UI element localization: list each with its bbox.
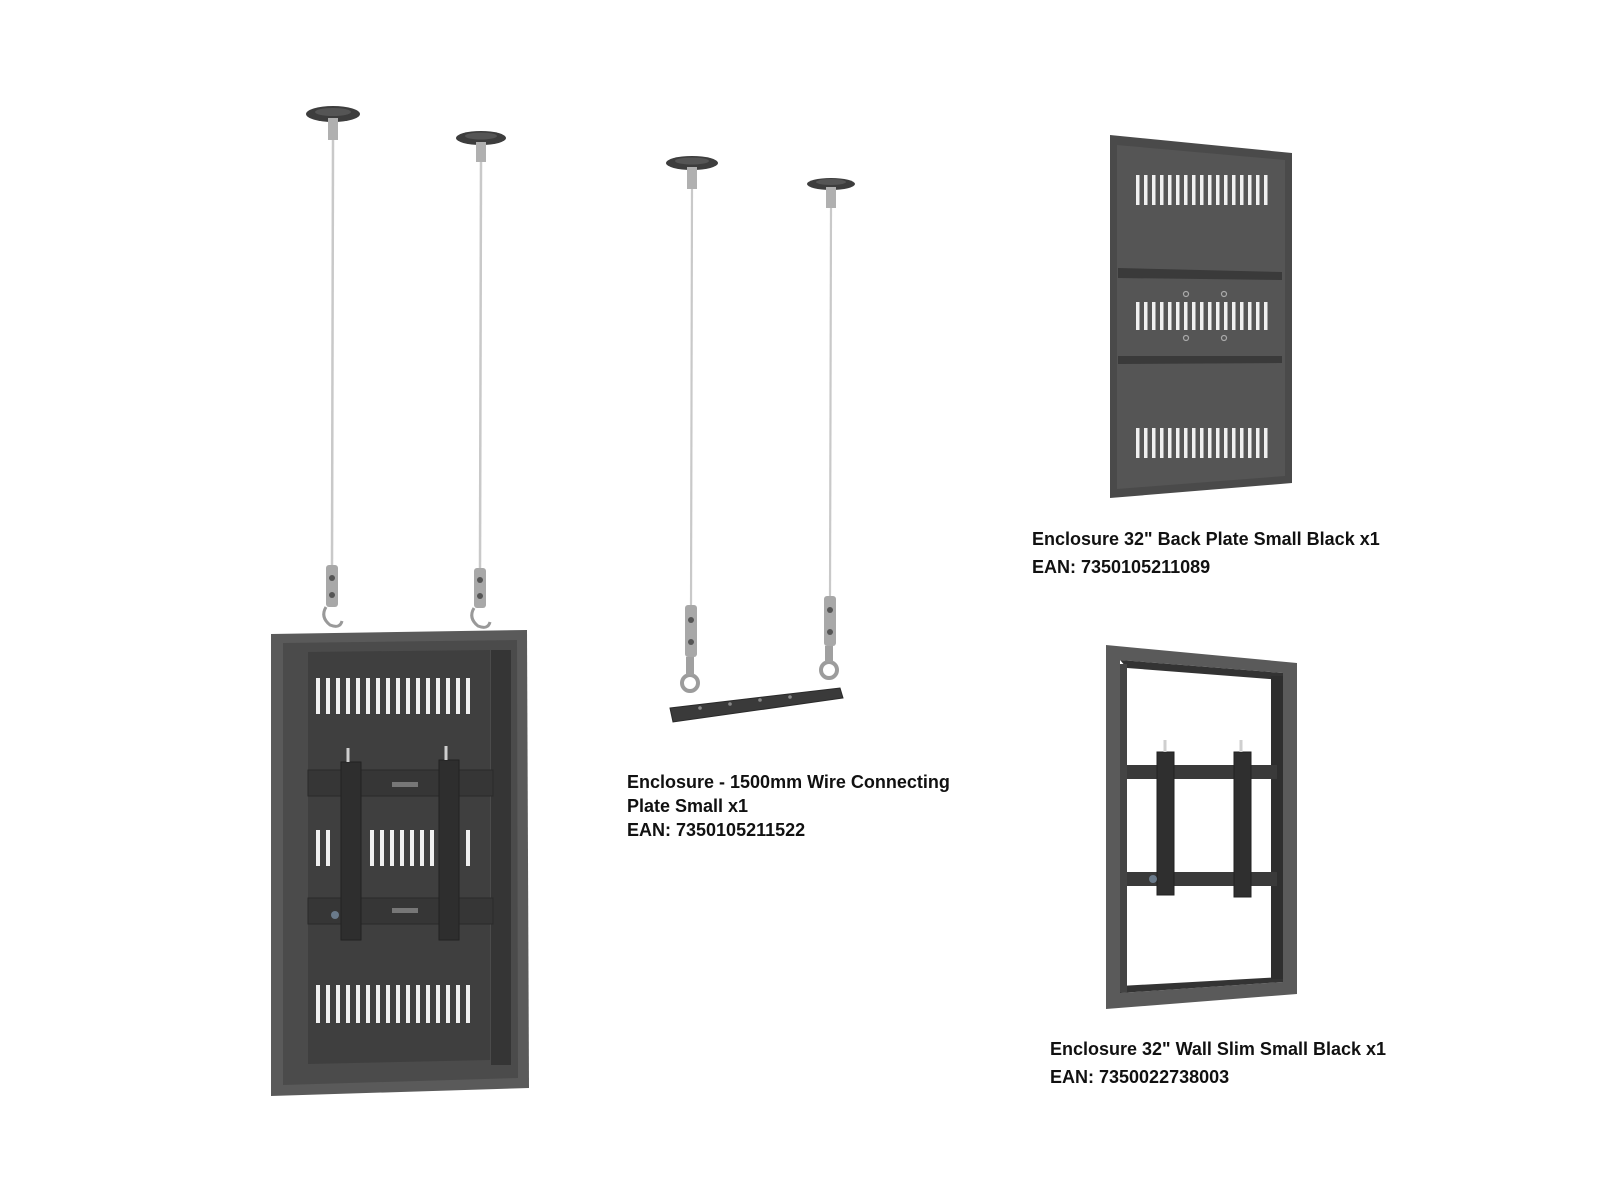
wire-connecting-plate bbox=[666, 156, 855, 723]
back-plate-name: Enclosure 32" Back Plate Small Black x1 bbox=[1032, 529, 1380, 549]
wire-cable bbox=[330, 139, 335, 566]
ceiling-plate-icon bbox=[666, 156, 718, 189]
turnbuckle-icon bbox=[680, 605, 700, 693]
turnbuckle-icon bbox=[322, 565, 344, 628]
wall-slim-caption: Enclosure 32" Wall Slim Small Black x1 E… bbox=[1050, 1035, 1386, 1091]
ceiling-plate-icon bbox=[306, 106, 360, 140]
wire-plate-caption: Enclosure - 1500mm Wire Connecting Plate… bbox=[627, 770, 950, 842]
back-plate-ean: EAN: 7350105211089 bbox=[1032, 557, 1211, 577]
wire-plate-ean: EAN: 7350105211522 bbox=[627, 820, 806, 840]
wire-plate-name-line2: Plate Small x1 bbox=[627, 796, 749, 816]
back-plate-caption: Enclosure 32" Back Plate Small Black x1 … bbox=[1032, 525, 1380, 581]
vent-slots bbox=[1136, 175, 1268, 458]
vesa-bracket bbox=[307, 746, 494, 941]
ceiling-plate-icon bbox=[807, 178, 855, 208]
wire-plate-name-line1: Enclosure - 1500mm Wire Connecting bbox=[627, 772, 950, 792]
connecting-plate-bar bbox=[669, 687, 844, 723]
vent-slots bbox=[316, 678, 470, 1023]
wire-cable bbox=[689, 188, 694, 609]
turnbuckle-icon bbox=[470, 568, 492, 629]
wire-cable bbox=[478, 161, 483, 571]
wall-slim-ean: EAN: 7350022738003 bbox=[1050, 1067, 1230, 1087]
ceiling-plate-icon bbox=[456, 131, 506, 162]
wire-cable bbox=[828, 207, 833, 599]
hanging-enclosure-assembly bbox=[271, 106, 529, 1096]
back-plate bbox=[1110, 135, 1292, 498]
turnbuckle-icon bbox=[819, 596, 839, 680]
wall-slim-name: Enclosure 32" Wall Slim Small Black x1 bbox=[1050, 1039, 1387, 1059]
wall-slim-frame bbox=[1106, 645, 1297, 1009]
